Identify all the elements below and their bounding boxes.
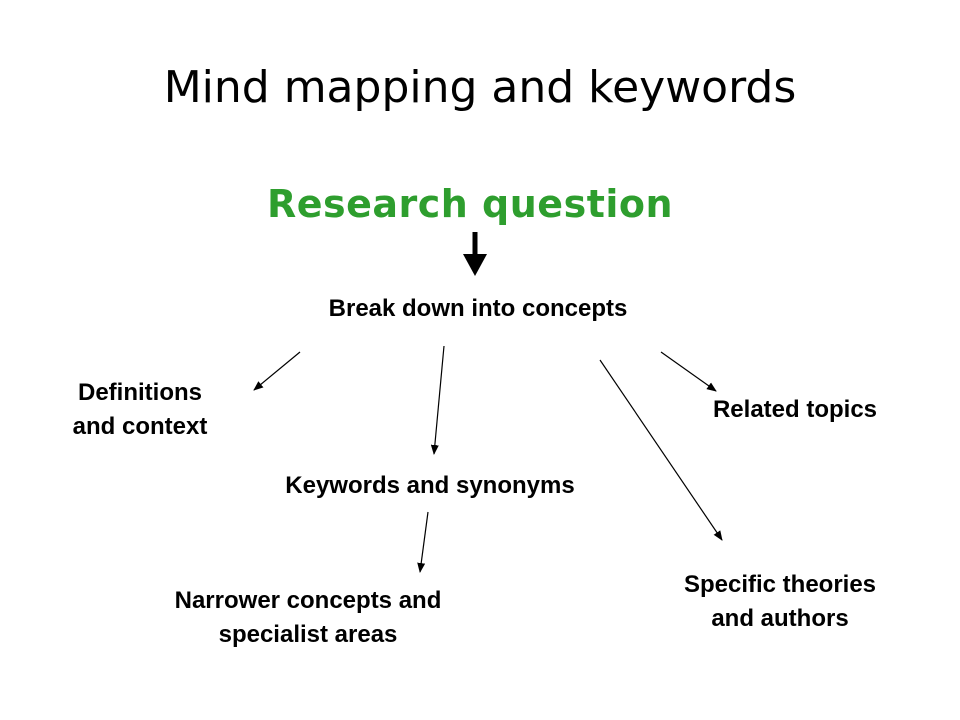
- narrower-line-2: specialist areas: [218, 621, 398, 648]
- arrow-to-keywords: [430, 345, 445, 455]
- arrow-to-definitions: [253, 351, 301, 391]
- theories-line-2: and authors: [711, 605, 849, 632]
- arrow-to-theories: [599, 359, 723, 541]
- narrower-line-1: Narrower concepts and: [174, 587, 442, 614]
- slide-title: Mind mapping and keywords: [163, 62, 797, 113]
- theories-line-1: Specific theories: [683, 571, 877, 598]
- definitions-and-context: Definitions and context: [30, 376, 250, 444]
- research-question: Research question: [266, 182, 674, 226]
- narrower-concepts: Narrower concepts and specialist areas: [118, 584, 498, 652]
- related-topics: Related topics: [712, 396, 878, 423]
- arrow-to-narrower: [417, 511, 429, 573]
- definitions-line-1: Definitions: [78, 379, 202, 406]
- definitions-line-2: and context: [72, 413, 208, 440]
- main-down-arrow-head: [463, 254, 487, 276]
- arrow-to-related: [660, 351, 717, 392]
- break-down-concepts: Break down into concepts: [328, 295, 628, 322]
- specific-theories: Specific theories and authors: [640, 568, 920, 636]
- keywords-and-synonyms: Keywords and synonyms: [285, 472, 575, 499]
